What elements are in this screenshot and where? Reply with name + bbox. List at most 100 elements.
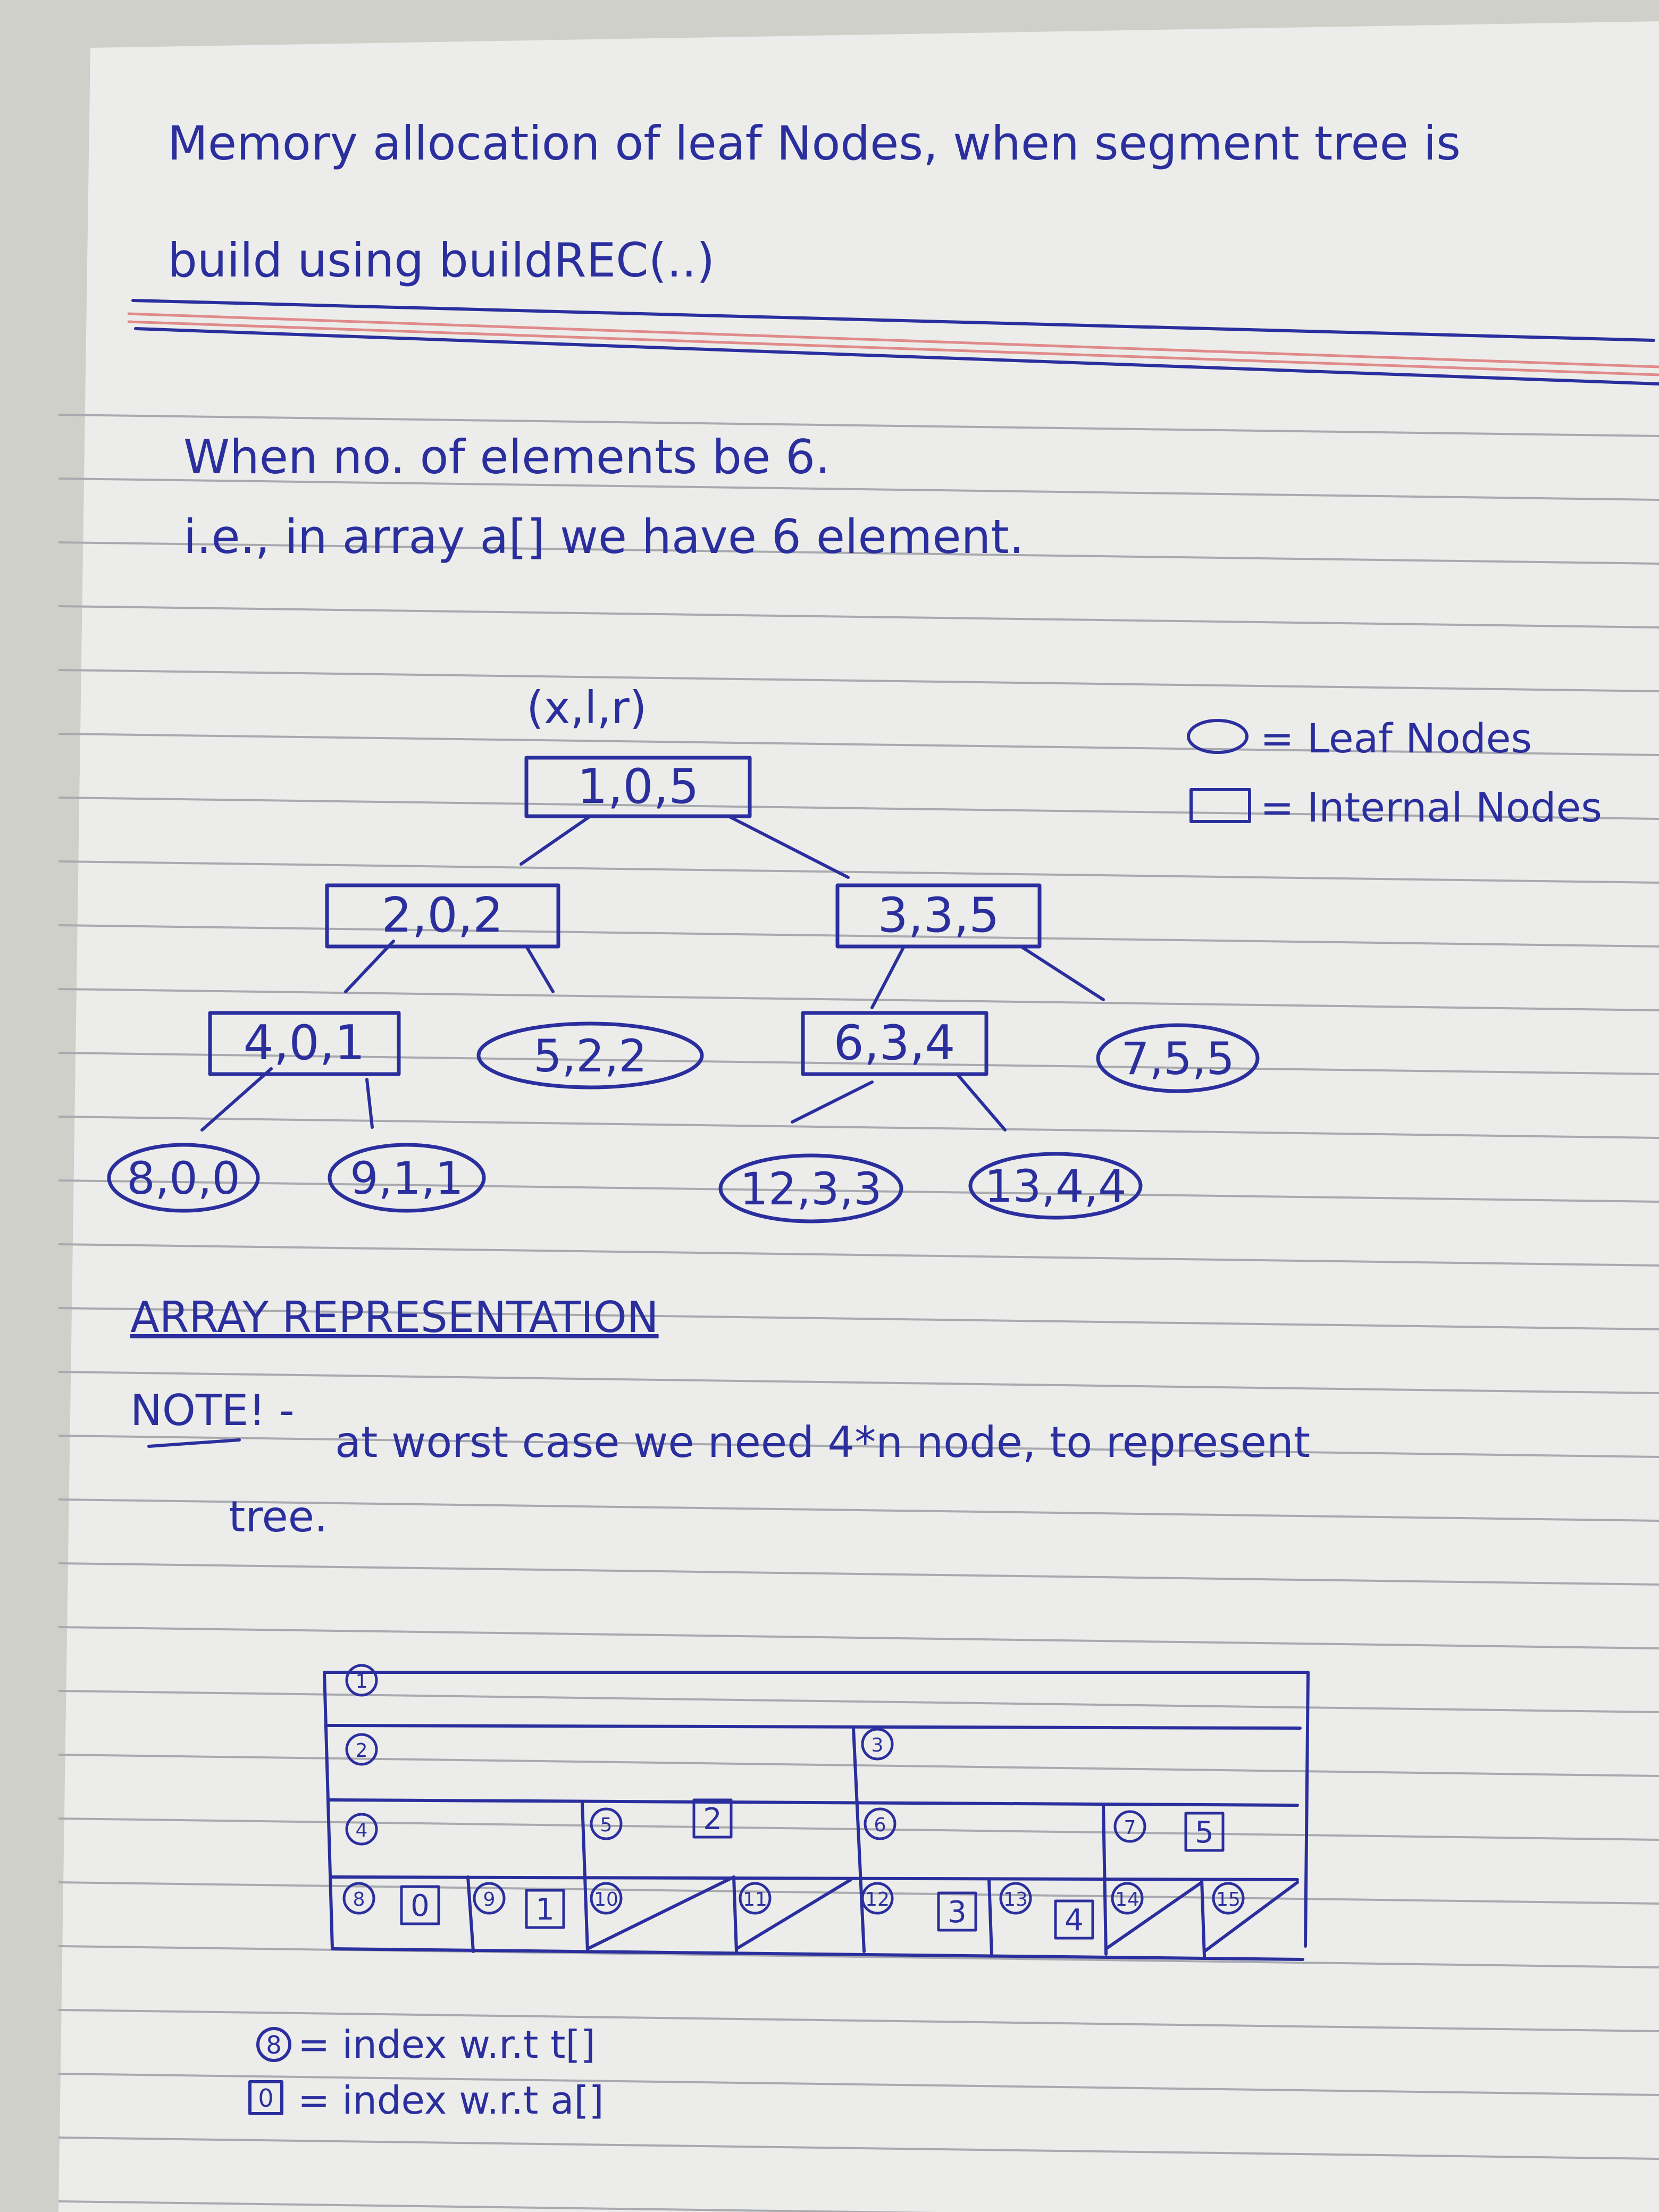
- ruled-line: [58, 1116, 1659, 1139]
- ruled-line: [58, 2200, 939, 2212]
- tree-node-12: 12,3,3: [740, 1163, 882, 1215]
- grid-tree-index-13-circle: [999, 1882, 1032, 1915]
- grid-tree-index-9-circle: [473, 1882, 506, 1915]
- tree-edges: [200, 815, 1105, 1132]
- tree-node-4-box: [208, 1011, 401, 1076]
- key: 8 = index w.r.t t[] 0 = index w.r.t a[]: [248, 2022, 604, 2123]
- ruled-line: [58, 1562, 1659, 1586]
- ruled-line: [58, 1498, 1659, 1522]
- tree-node-3-box: [835, 883, 1042, 949]
- ruled-line: [58, 988, 1659, 1011]
- grid-array-index-4-box: [1054, 1899, 1094, 1940]
- grid-tree-index-3-circle: [861, 1728, 894, 1761]
- ruled-line: [58, 2073, 1659, 2096]
- tree-node-13: 13,4,4: [984, 1160, 1126, 1212]
- grid-tree-index-4: 4: [356, 1820, 368, 1841]
- key-square-symbol: [248, 2080, 283, 2115]
- grid-tree-index-1-circle: [345, 1664, 378, 1697]
- legend-internal-label: = Internal Nodes: [1260, 784, 1602, 831]
- grid-array-index-1: 1: [535, 1892, 555, 1927]
- key-circle-symbol: [256, 2027, 291, 2062]
- ruled-line: [58, 414, 1659, 437]
- grid-array-index-3: 3: [948, 1895, 967, 1930]
- tree-node-8-ellipse: [107, 1143, 260, 1213]
- ruled-line: [58, 860, 1659, 884]
- note-label: NOTE! -: [130, 1386, 295, 1435]
- ruled-line: [58, 2009, 1659, 2032]
- grid-tree-index-7-circle: [1113, 1810, 1146, 1843]
- intro-line-1: When no. of elements be 6.: [183, 430, 830, 484]
- grid-array-index-0: 0: [410, 1889, 430, 1923]
- tree-node-5: 5,2,2: [533, 1030, 647, 1082]
- tree-node-2-box: [325, 883, 560, 949]
- grid-tree-index-6: 6: [874, 1814, 886, 1836]
- ruled-line: [58, 2136, 1659, 2160]
- grid-array-index-5: 5: [1195, 1815, 1214, 1850]
- grid-array-index-1-box: [525, 1889, 565, 1929]
- ruled-line: [58, 605, 1659, 629]
- grid-tree-index-5-circle: [590, 1807, 623, 1840]
- grid-tree-index-10-circle: [590, 1882, 623, 1915]
- grid-array-index-5-box: [1184, 1812, 1225, 1852]
- grid-tree-index-5: 5: [600, 1814, 613, 1836]
- grid-tree-index-3: 3: [872, 1735, 884, 1756]
- key-circle-sample: 8: [266, 2031, 281, 2059]
- note-text: at worst case we need 4*n node, to repre…: [335, 1418, 1310, 1467]
- ruled-line: [58, 1881, 1659, 1905]
- key-square-label: = index w.r.t a[]: [298, 2078, 604, 2123]
- tree-node-7-ellipse: [1096, 1023, 1260, 1093]
- ruled-lines: [58, 414, 1659, 2212]
- grid-array-index-3-box: [937, 1891, 977, 1932]
- grid-tree-index-2: 2: [356, 1740, 368, 1762]
- grid-array-index-4: 4: [1065, 1903, 1084, 1938]
- tree-node-4: 4,0,1: [244, 1015, 365, 1071]
- grid-array-index-0-box: [400, 1885, 440, 1925]
- grid-tree-index-7: 7: [1124, 1817, 1136, 1839]
- grid-tree-index-15: 15: [1216, 1889, 1241, 1911]
- ruled-line: [58, 1179, 1659, 1203]
- grid-tree-index-15-circle: [1212, 1882, 1245, 1915]
- tree-node-6: 6,3,4: [834, 1015, 956, 1071]
- legend-leaf-symbol: [1187, 719, 1249, 754]
- tree-node-9-ellipse: [328, 1143, 486, 1213]
- grid-tree-index-8: 8: [353, 1889, 365, 1911]
- ruled-line: [58, 1371, 1659, 1394]
- key-circle-label: = index w.r.t t[]: [298, 2022, 596, 2067]
- grid-tree-index-10: 10: [594, 1889, 618, 1911]
- ruled-line: [58, 1243, 1659, 1267]
- ruled-line: [58, 477, 1659, 501]
- tree-nodes: 1,0,5 2,0,2 3,3,5 4,0,1 5,2,2 6,3,4 7,5,…: [107, 756, 1260, 1224]
- grid-tree-index-11: 11: [743, 1889, 767, 1911]
- ruled-line: [58, 1307, 1659, 1330]
- grid-tree-index-1: 1: [356, 1671, 368, 1692]
- grid-tree-index-2-circle: [345, 1733, 378, 1766]
- tree-node-12-ellipse: [718, 1153, 903, 1224]
- ruled-line: [58, 669, 1659, 692]
- grid-tree-index-8-circle: [342, 1882, 375, 1915]
- grid-tree-index-14: 14: [1115, 1889, 1139, 1911]
- intro-line-2: i.e., in array a[] we have 6 element.: [183, 509, 1024, 564]
- ruled-line: [58, 1052, 1659, 1075]
- grid-tree-index-14-circle: [1111, 1882, 1144, 1915]
- legend-leaf-label: = Leaf Nodes: [1260, 715, 1532, 762]
- ruled-line: [58, 541, 1659, 565]
- ruled-line: [58, 1626, 1659, 1649]
- ruled-line: [58, 797, 1659, 820]
- paper-sheet: [58, 21, 1659, 2212]
- tree-node-5-ellipse: [476, 1021, 704, 1090]
- tree-node-1-box: [524, 756, 752, 818]
- heading-line-1: Memory allocation of leaf Nodes, when se…: [167, 116, 1461, 171]
- tree-node-7: 7,5,5: [1121, 1033, 1235, 1085]
- array-section-title: ARRAY REPRESENTATION: [130, 1293, 659, 1342]
- ruled-line: [58, 1945, 1659, 1968]
- tree-node-6-box: [801, 1011, 988, 1076]
- tree-node-9: 9,1,1: [350, 1152, 464, 1204]
- note-text-2: tree.: [229, 1492, 328, 1541]
- grid-array-index-2: 2: [703, 1802, 722, 1837]
- margin-lines: [127, 299, 1659, 386]
- grid-tree-index-4-circle: [345, 1813, 378, 1846]
- legend-internal-symbol: [1189, 788, 1251, 823]
- ruled-line: [58, 1435, 1659, 1458]
